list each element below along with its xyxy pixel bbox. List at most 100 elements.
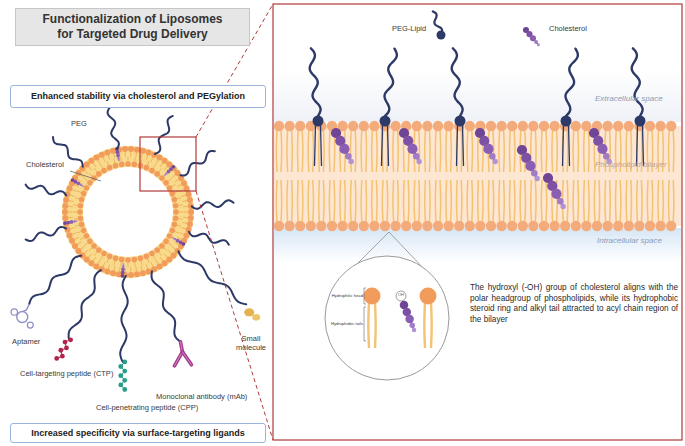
lipid-tail [128, 263, 129, 267]
cholesterol-ring [557, 198, 564, 205]
lipid-tail [164, 173, 167, 176]
cholesterol-ring [603, 153, 610, 160]
lipid-head [401, 221, 411, 231]
peg-lipid-tail [563, 125, 564, 166]
peg-chain [69, 270, 101, 339]
lipid-tail [164, 167, 167, 170]
lipid-tail [93, 257, 96, 261]
peg-chain [108, 108, 119, 149]
lipid-head [390, 121, 400, 131]
lipid-tail [103, 157, 105, 161]
cholesterol-ring [164, 174, 166, 176]
zoom-square [140, 137, 196, 191]
lipid-tail [413, 180, 415, 222]
lipid-tail [128, 157, 129, 161]
lipid-head [62, 209, 68, 215]
lipid-head [592, 221, 602, 231]
lipid-head [359, 121, 369, 131]
lipid-tail [120, 263, 122, 267]
lipid-head [539, 221, 549, 231]
lipid-tail [545, 180, 547, 222]
lipid-tail [93, 163, 96, 167]
lipid-tail [89, 173, 92, 176]
lipid-tail [509, 180, 511, 222]
lipid-tail [350, 130, 352, 172]
amino-acid [118, 364, 123, 369]
lipid-tail [181, 195, 185, 196]
lipid-tail [418, 130, 420, 172]
part-label: Intracellular space [597, 236, 681, 246]
lipid-tail [107, 161, 109, 165]
cholesterol-ring [118, 160, 120, 162]
cholesterol-ring [122, 265, 124, 267]
lipid-head [140, 270, 146, 276]
lipid-tail [179, 212, 183, 213]
cholesterol-bond [526, 30, 538, 45]
cholesterol-bond [404, 133, 419, 161]
cholesterol-molecule [543, 173, 566, 209]
lipid-tail [323, 130, 325, 172]
part-label: Hydrophobic tails [326, 321, 363, 326]
lipid-tail [450, 180, 452, 222]
lipid-tail [439, 130, 441, 172]
lipid-head [163, 238, 169, 244]
amino-acid [54, 356, 59, 361]
lipid-tail [159, 168, 161, 171]
lipid-head [528, 121, 538, 131]
lipid-tail [471, 130, 473, 172]
lipid-tail [456, 180, 458, 222]
lipid-tail [114, 266, 115, 270]
lipid-tail [588, 130, 590, 172]
lipid-head [496, 221, 506, 231]
lipid-head [84, 233, 90, 239]
peg-chain [310, 48, 321, 116]
cholesterol-ring [165, 172, 167, 174]
cholesterol-ring [116, 154, 120, 158]
cholesterol-ring [117, 157, 119, 159]
lipid-tail [598, 180, 600, 222]
lipid-head [602, 221, 612, 231]
lipid-head [144, 254, 150, 260]
lipid-tail [430, 302, 433, 348]
lipid-tail [301, 180, 303, 222]
lipid-tail [657, 180, 659, 222]
lipid-head [162, 260, 168, 266]
heading-text: Enhanced stability via cholesterol and P… [31, 91, 245, 102]
lipid-tail [172, 246, 176, 249]
lipid-tail [339, 180, 341, 222]
lipid-head [581, 221, 591, 231]
lipid-tail [156, 160, 158, 164]
lipid-head [369, 121, 379, 131]
cholesterol-ring [525, 161, 535, 171]
lipid-tail [392, 180, 394, 222]
lipid-tail [672, 180, 674, 222]
lipid-tail [286, 130, 288, 172]
lipid-tail [101, 256, 103, 259]
lipid-tail [172, 185, 175, 187]
zoom-guide [196, 191, 273, 440]
lipid-tail [75, 225, 79, 226]
cholesterol-bond [548, 178, 563, 206]
lipid-tail [180, 233, 184, 235]
peg-chain [26, 227, 67, 241]
lipid-head [128, 272, 134, 278]
amino-acid [118, 373, 123, 378]
molecule-blob [252, 314, 260, 321]
cholesterol-molecule [400, 301, 417, 332]
lipid-tail [488, 180, 490, 222]
lipid-tail [68, 212, 73, 213]
lipid-tail [609, 180, 611, 222]
amino-acid [122, 378, 127, 383]
title-text: Functionalization of Liposomes for Targe… [38, 12, 227, 42]
lipid-head [81, 228, 87, 234]
lipid-tail [371, 180, 373, 222]
lipid-tail [482, 180, 484, 222]
lipid-tail [75, 198, 79, 199]
lipid-tail [164, 248, 167, 251]
lipid-tail [360, 130, 362, 172]
hydroxyl-group [396, 291, 406, 301]
cpp-symbol [118, 360, 127, 392]
lipid-head [154, 171, 160, 177]
lipid-tail [177, 225, 181, 226]
lipid-tail [513, 180, 515, 222]
